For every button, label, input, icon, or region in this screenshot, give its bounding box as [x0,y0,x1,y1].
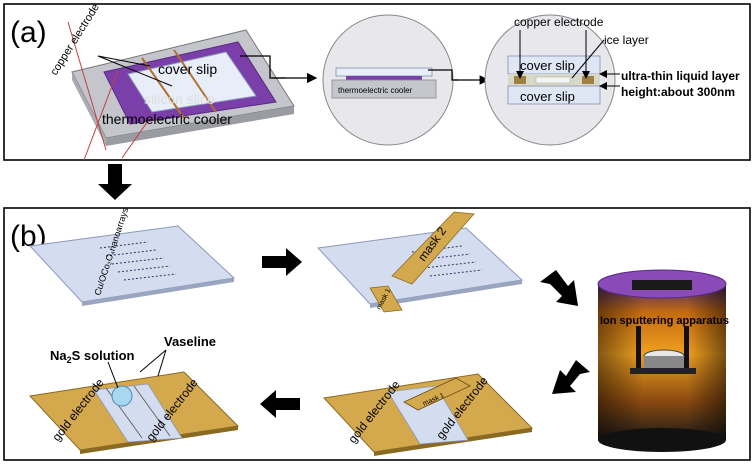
c2-ice-layer [535,76,571,84]
thermoelectric-cooler-label: thermoelectric cooler [102,111,232,127]
c1-cooler [331,79,437,99]
na2s-droplet [111,385,133,407]
cooler-side [72,72,106,146]
ice-pointer [571,39,605,79]
vaseline-pointer-1 [139,349,167,373]
apparatus-target [632,280,692,290]
vaseline-label: Vaseline [164,334,216,349]
pointer-2 [97,55,173,87]
apparatus-pillar-right [684,326,689,372]
c2-electrode-right [582,76,594,84]
copper-electrode-label-right: copper electrode [514,15,604,29]
apparatus-stage [644,356,684,368]
silicon-slice-label: silicon slice [144,91,215,107]
nanoarray-dots-1 [99,241,177,281]
ion-sputtering-label: Ion sputtering apparatus [600,315,729,327]
c1-cooler-label: thermoelectric cooler [338,86,413,95]
apparatus-platform [630,368,696,374]
gold-slide-step3-edge [374,428,532,456]
ice-layer-label: ice layer [604,33,649,47]
mask-1-strip [369,285,403,313]
c2-cover-slip-top-label: cover slip [520,58,575,73]
wire-3 [121,117,151,159]
arrow-step1-2 [262,248,302,276]
slide-step1-edge [82,278,234,306]
pointer-1 [97,55,151,67]
arrow-step4-5 [260,390,300,418]
na2s-label: Na2S solution [50,348,135,365]
arrow-step2-3 [540,270,578,306]
wire-2 [83,69,119,161]
apparatus-pillar-left [636,326,641,372]
mask-1-strip-step3 [403,377,471,411]
height-label: height:about 300nm [621,85,735,99]
c1-silicon [346,76,422,80]
vaseline-pointer-2 [157,349,167,377]
copper-strip-2 [173,49,217,113]
wire-1 [67,21,107,151]
cooler-front [106,106,294,146]
down-arrow [98,164,132,200]
liquid-layer-label: ultra-thin liquid layer [621,69,740,83]
arrow-step3-4 [552,360,590,394]
ion-sputtering-apparatus [597,269,727,452]
c1-cover-slip [335,67,433,77]
panel-a-label: (a) [10,16,47,49]
apparatus-base [598,428,726,452]
cover-slip-label-a: cover slip [158,61,217,77]
c2-cover-slip-bottom-label: cover slip [520,89,575,104]
copper-strip-1 [141,57,185,119]
slide-step2-edge [370,280,522,308]
na2s-pointer [107,361,119,389]
c2-cover-slip-bottom [507,85,601,105]
c2-electrode-left [514,76,526,84]
mask-2-strip [391,211,475,285]
vaseline-line-2 [133,385,171,437]
cover-slip-main [127,51,257,113]
